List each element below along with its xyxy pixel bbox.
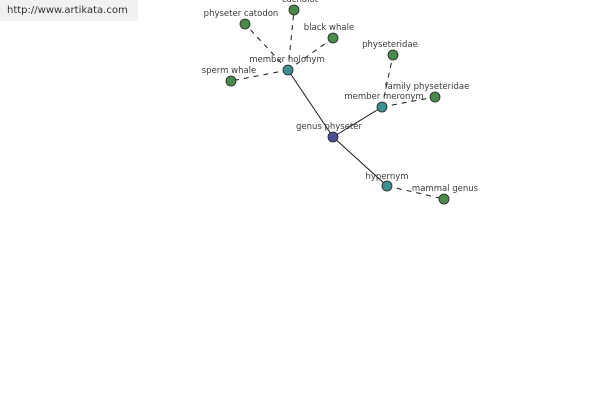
edge-meronym-family-physeteridae: [381, 96, 436, 108]
leaf-label-physeter-catodon: physeter catodon: [204, 9, 279, 19]
center-label-genus-physeter: genus physeter: [296, 122, 363, 132]
edge-center-member-holonym: [287, 69, 334, 138]
leaf-label-black-whale: black whale: [304, 23, 354, 33]
leaf-node-physeter-catodon[interactable]: [239, 18, 251, 30]
edge-holonym-cachalot: [287, 9, 295, 71]
edge-meronym-physeteridae: [381, 54, 394, 108]
leaf-node-family-physeteridae[interactable]: [429, 91, 441, 103]
relation-node-hypernym[interactable]: [381, 180, 393, 192]
leaf-label-physeteridae: physeteridae: [362, 40, 418, 50]
relation-label-member-holonym: member holonym: [249, 55, 324, 65]
leaf-label-sperm-whale: sperm whale: [202, 66, 257, 76]
leaf-node-sperm-whale[interactable]: [225, 75, 237, 87]
edge-center-hypernym: [332, 136, 388, 187]
relation-node-member-meronym[interactable]: [376, 101, 388, 113]
edge-holonym-black-whale: [287, 37, 334, 71]
leaf-label-mammal-genus: mammal genus: [412, 184, 479, 194]
edge-holonym-physeter-catodon: [244, 23, 289, 71]
leaf-label-family-physeteridae: family physeteridae: [385, 82, 470, 92]
leaf-node-black-whale[interactable]: [327, 32, 339, 44]
edge-center-member-meronym: [332, 106, 383, 138]
relation-label-hypernym: hypernym: [365, 172, 408, 182]
center-node-genus-physeter[interactable]: [327, 131, 339, 143]
leaf-node-cachalot[interactable]: [288, 4, 300, 16]
relation-node-member-holonym[interactable]: [282, 64, 294, 76]
source-url-watermark[interactable]: http://www.artikata.com: [0, 0, 138, 21]
leaf-node-mammal-genus[interactable]: [438, 193, 450, 205]
relation-label-member-meronym: member meronym: [344, 92, 423, 102]
leaf-label-cachalot: cachalot: [282, 0, 319, 5]
leaf-node-physeteridae[interactable]: [387, 49, 399, 61]
